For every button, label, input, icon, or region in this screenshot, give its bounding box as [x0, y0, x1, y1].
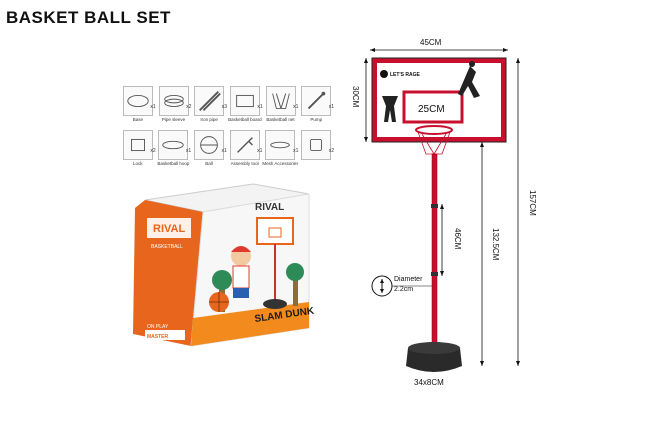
part-icon	[158, 86, 189, 116]
part-qty: x3	[221, 104, 228, 110]
hoop-diagram: 25CM LET'S RAGE	[364, 48, 520, 372]
package-box: RIVAL BASKETBALL ON PLAY MASTER RIVAL SL…	[133, 183, 315, 347]
dim-pole-height: 132.5CM	[491, 228, 500, 261]
part-qty: x1	[257, 104, 263, 110]
part-label: Ball	[205, 161, 213, 166]
part-qty: x2	[186, 104, 192, 110]
part-qty: x1	[328, 104, 335, 110]
part-qty: x1	[185, 148, 192, 154]
part-qty: x1	[257, 148, 263, 154]
part-item: x2	[298, 130, 334, 166]
dim-height: 30CM	[351, 86, 360, 108]
part-label: Assembly tool	[230, 161, 259, 166]
part-qty: x1	[150, 104, 156, 110]
part-icon	[301, 130, 332, 160]
part-icon	[122, 130, 153, 160]
part-icon	[122, 86, 153, 116]
part-icon	[194, 86, 225, 116]
package-brand: RIVAL	[153, 223, 185, 235]
page-title: BASKET BALL SET	[6, 8, 171, 27]
package-tag1: ON PLAY	[147, 324, 169, 330]
part-icon	[193, 130, 224, 160]
package-brand-side: RIVAL	[255, 202, 284, 213]
dim-total-height: 157CM	[528, 190, 537, 216]
part-label: Basketball board	[228, 117, 262, 122]
part-icon	[229, 86, 260, 116]
board-logo: LET'S RAGE	[390, 72, 420, 78]
svg-text:MASTER: MASTER	[147, 334, 169, 340]
part-qty: x2	[328, 148, 334, 154]
part-icon	[229, 130, 260, 160]
part-label: Iron pipe	[200, 117, 218, 122]
part-icon	[301, 86, 332, 116]
part-label: Pipe sleeve	[161, 117, 186, 122]
part-icon	[158, 130, 189, 160]
part-icon	[265, 86, 296, 116]
board-inner-size: 25CM	[418, 104, 445, 115]
part-label: Basketball hoop	[157, 161, 190, 166]
dim-base: 34x8CM	[414, 378, 444, 387]
part-label: Base	[132, 117, 143, 122]
part-label: Basketball net	[266, 117, 295, 122]
part-qty: x1	[293, 104, 299, 110]
dim-diameter-value: 2.2cm	[394, 286, 414, 293]
dim-width: 45CM	[420, 38, 442, 47]
part-label: Lock	[133, 161, 143, 166]
part-qty: x1	[293, 148, 299, 154]
package-brand-sub: BASKETBALL	[151, 244, 183, 250]
dim-pole-section: 46CM	[453, 228, 462, 250]
dim-diameter-label: Diameter	[394, 276, 423, 283]
part-label: Mesh Accessories	[262, 161, 299, 166]
part-label: Pump	[310, 117, 323, 122]
part-icon	[265, 130, 296, 160]
part-qty: x1	[221, 148, 227, 154]
part-qty: x2	[150, 148, 156, 154]
